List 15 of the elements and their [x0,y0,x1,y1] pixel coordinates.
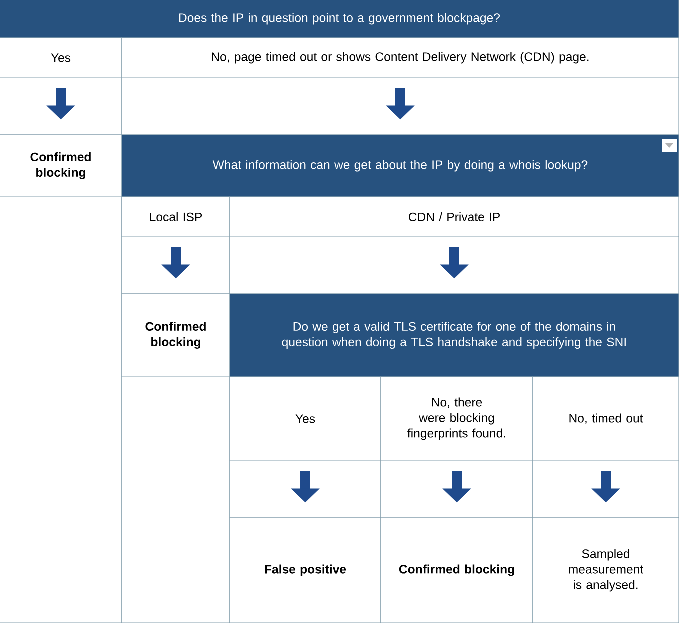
result-cell: False positive [230,518,382,623]
answer-cell: No, there were blocking fingerprints found. [380,376,534,462]
answer-cell: No, timed out [532,376,679,462]
node-label: False positive [265,564,346,576]
answer-cell: Local ISP [122,196,230,238]
answer-cell: Yes [0,38,122,78]
result-cell: Confirmed blocking [0,134,122,198]
question-header: Does the IP in question point to a government blockpage? [0,0,679,38]
node-label: Confirmed blocking [399,564,514,576]
result-cell: Confirmed blocking [380,518,534,623]
question-header: Do we get a valid TLS certificate for one of the domains in question when doing a TLS handshake and specifying the SNI [230,294,679,378]
result-cell: Confirmed blocking [122,294,230,378]
answer-cell: Sampled measurement is analysed. [532,518,679,623]
question-header: What information can we get about the IP by doing a whois lookup? [122,134,679,198]
answer-cell: Yes [230,376,382,462]
